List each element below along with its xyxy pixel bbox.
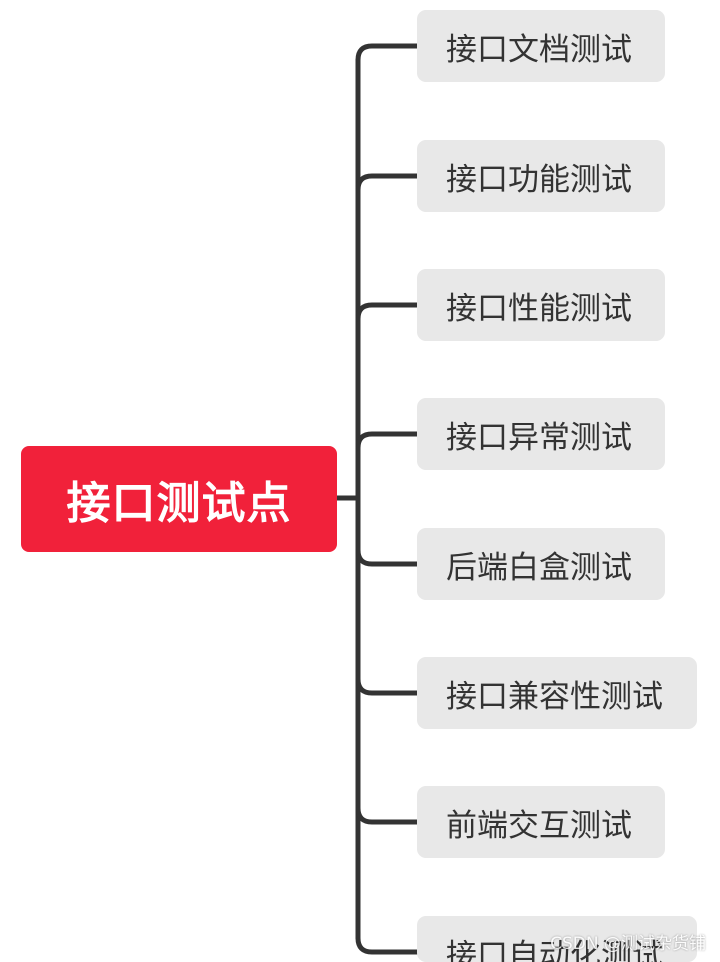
leaf-node-label: 接口自动化测试 (446, 938, 663, 962)
branch-line-1 (355, 43, 420, 63)
leaf-node-7: 前端交互测试 (417, 786, 665, 858)
root-node-label: 接口测试点 (66, 478, 292, 529)
leaf-node-1: 接口文档测试 (417, 10, 665, 82)
leaf-node-3: 接口性能测试 (417, 269, 665, 341)
branch-line-4 (355, 431, 420, 451)
leaf-node-label: 接口异常测试 (446, 419, 632, 456)
branch-line-6 (355, 676, 420, 696)
leaf-node-5: 后端白盒测试 (417, 528, 665, 600)
leaf-node-label: 接口兼容性测试 (446, 678, 663, 715)
watermark: CSDN @测试杂货铺 (550, 934, 706, 954)
root-node: 接口测试点 (21, 446, 337, 552)
leaf-node-label: 前端交互测试 (446, 807, 632, 844)
branch-line-2 (355, 173, 420, 193)
leaf-node-4: 接口异常测试 (417, 398, 665, 470)
branch-line-5 (355, 547, 420, 567)
leaf-node-label: 接口文档测试 (446, 31, 632, 68)
leaf-node-6: 接口兼容性测试 (417, 657, 697, 729)
leaf-node-label: 接口性能测试 (446, 290, 632, 327)
branch-line-7 (355, 805, 420, 825)
leaf-node-label: 后端白盒测试 (446, 549, 632, 586)
leaf-node-2: 接口功能测试 (417, 140, 665, 212)
leaf-node-8: 接口自动化测试 (417, 916, 697, 962)
branch-line-8 (355, 935, 420, 955)
branch-line-3 (355, 302, 420, 322)
leaf-node-label: 接口功能测试 (446, 161, 632, 198)
